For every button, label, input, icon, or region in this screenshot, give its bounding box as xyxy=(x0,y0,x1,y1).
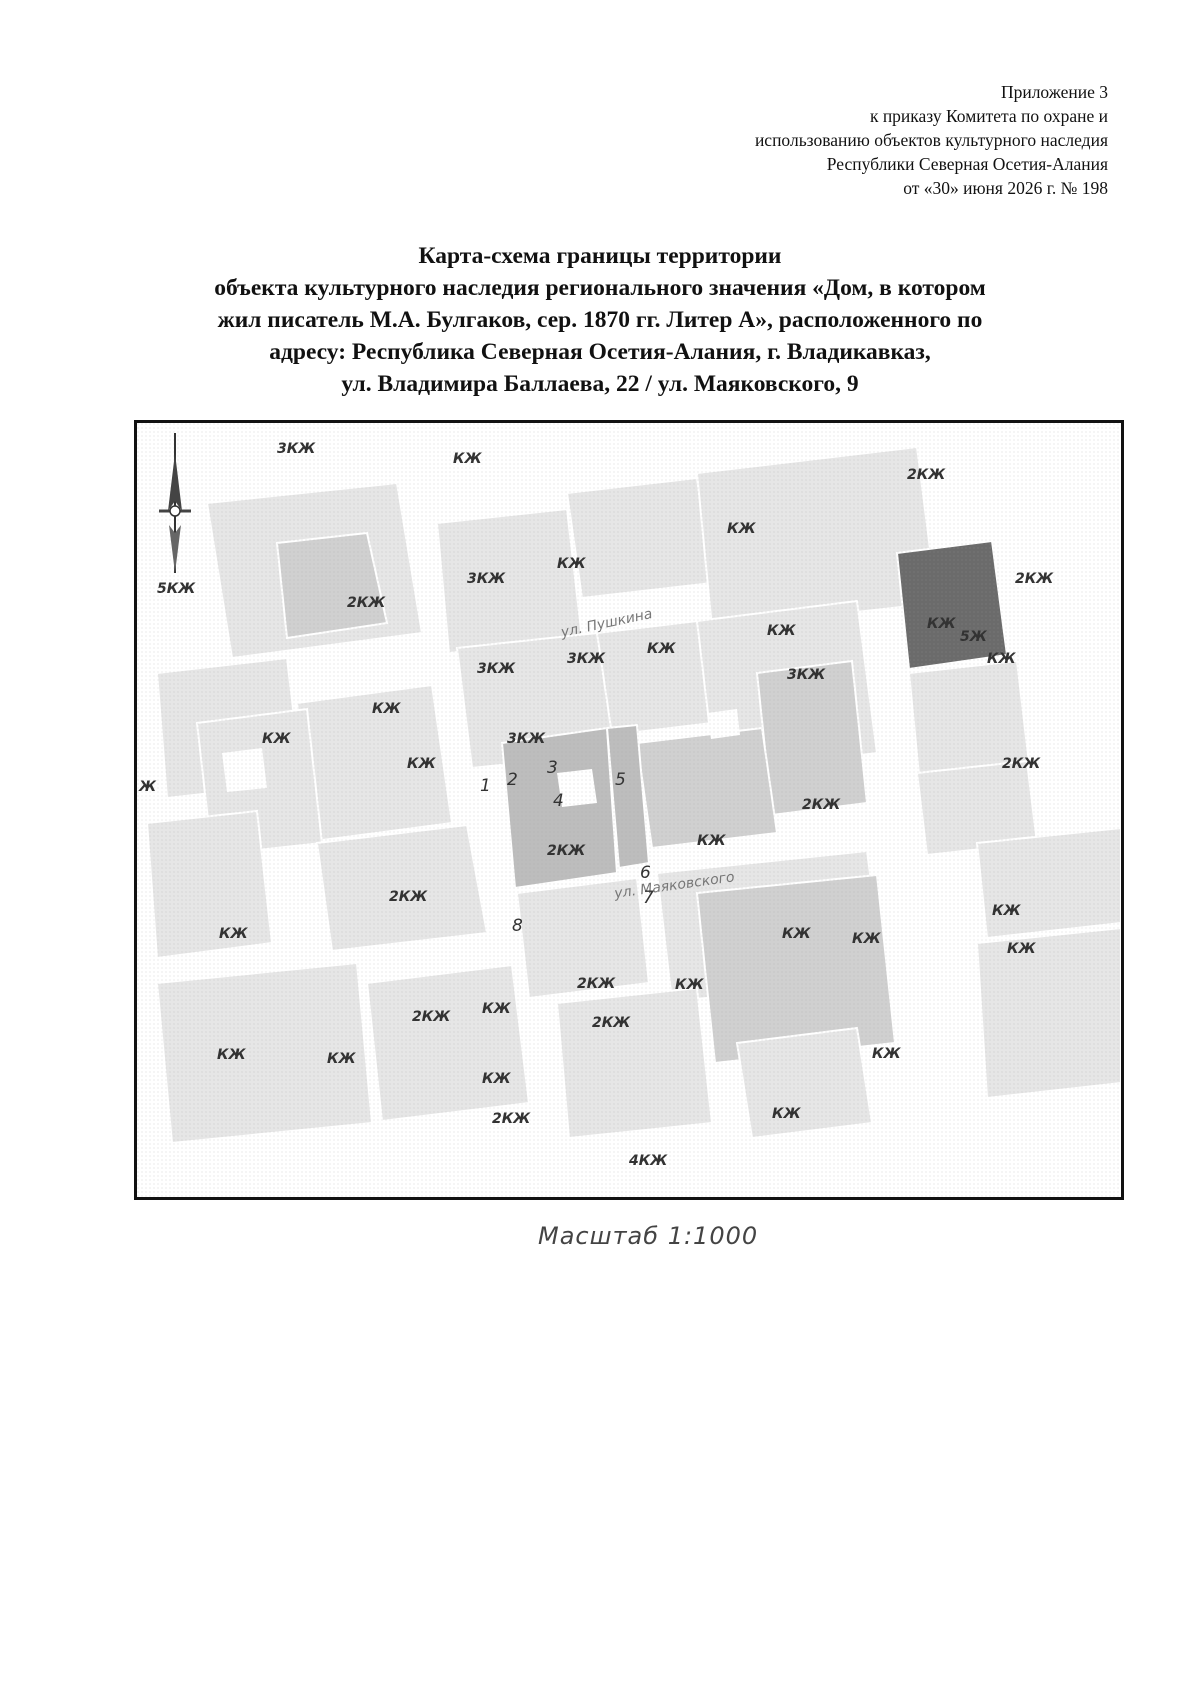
building-label: КЖ xyxy=(992,903,1021,919)
building-label: 3КЖ xyxy=(467,571,506,587)
building-label: 2КЖ xyxy=(412,1009,451,1025)
boundary-point-label: 1 xyxy=(480,776,491,796)
building-label: КЖ xyxy=(782,926,811,942)
map-scale: Масштаб 1:1000 xyxy=(538,1222,759,1250)
building-label: КЖ xyxy=(372,701,401,717)
building-label: КЖ xyxy=(987,651,1016,667)
building-label: 5Ж xyxy=(960,629,988,645)
building-label: 5КЖ xyxy=(157,581,196,597)
boundary-point-label: 2 xyxy=(507,770,518,790)
document-title: Карта-схема границы территории объекта к… xyxy=(100,240,1100,400)
building-label: КЖ xyxy=(1007,941,1036,957)
building-label: 3КЖ xyxy=(277,441,316,457)
map-texture xyxy=(137,423,1121,1197)
building-label: КЖ xyxy=(697,833,726,849)
building-label: КЖ xyxy=(482,1001,511,1017)
building-label: КЖ xyxy=(772,1106,801,1122)
map-canvas: ул. Пушкина ул. Маяковского 3КЖКЖ2КЖКЖ3К… xyxy=(137,423,1121,1197)
building-label: КЖ xyxy=(217,1047,246,1063)
building-label: КЖ xyxy=(407,756,436,772)
boundary-point-label: 8 xyxy=(512,916,523,936)
building-label: 2КЖ xyxy=(592,1015,631,1031)
boundary-point-label: 4 xyxy=(553,791,564,811)
building-label: КЖ xyxy=(727,521,756,537)
building-label: 4КЖ xyxy=(628,1153,668,1169)
boundary-point-label: 6 xyxy=(640,863,651,883)
title-line: адресу: Республика Северная Осетия-Алани… xyxy=(269,339,931,365)
building-label: Ж xyxy=(138,779,157,795)
building-label: 2КЖ xyxy=(347,595,386,611)
building-label: 3КЖ xyxy=(477,661,516,677)
building-label: 2КЖ xyxy=(1002,756,1041,772)
building-label: КЖ xyxy=(262,731,291,747)
building-label: 3КЖ xyxy=(567,651,606,667)
texture-layer xyxy=(137,423,1121,1197)
boundary-point-label: 3 xyxy=(547,758,558,778)
boundary-point-label: 7 xyxy=(643,888,654,908)
appendix-block: Приложение 3 к приказу Комитета по охран… xyxy=(548,80,1108,200)
appendix-line: от «30» июня 2026 г. № 198 xyxy=(903,178,1108,198)
title-line: объекта культурного наследия регионально… xyxy=(214,275,986,301)
building-label: КЖ xyxy=(647,641,676,657)
north-arrow-icon xyxy=(159,433,191,573)
building-label: КЖ xyxy=(482,1071,511,1087)
building-label: 2КЖ xyxy=(389,889,428,905)
boundary-point-label: 5 xyxy=(615,770,626,790)
appendix-line: к приказу Комитета по охране и xyxy=(869,106,1108,126)
building-label: КЖ xyxy=(219,926,248,942)
building-label: КЖ xyxy=(927,616,956,632)
building-label: 2КЖ xyxy=(492,1111,531,1127)
building-label: 2КЖ xyxy=(547,843,586,859)
title-line: ул. Владимира Баллаева, 22 / ул. Маяковс… xyxy=(341,371,859,397)
appendix-line: Республики Северная Осетия-Алания xyxy=(826,154,1108,174)
appendix-line: использованию объектов культурного насле… xyxy=(754,130,1108,150)
building-label: 3КЖ xyxy=(507,731,546,747)
building-label: 2КЖ xyxy=(907,467,946,483)
building-label: 2КЖ xyxy=(1015,571,1054,587)
title-line: жил писатель М.А. Булгаков, сер. 1870 гг… xyxy=(217,307,983,333)
building-label: КЖ xyxy=(327,1051,356,1067)
title-line: Карта-схема границы территории xyxy=(418,243,782,269)
building-label: 3КЖ xyxy=(787,667,826,683)
building-label: КЖ xyxy=(872,1046,901,1062)
building-label: КЖ xyxy=(453,451,482,467)
building-label: КЖ xyxy=(767,623,796,639)
building-label: КЖ xyxy=(852,931,881,947)
appendix-line: Приложение 3 xyxy=(1000,82,1108,102)
building-label: 2КЖ xyxy=(802,797,841,813)
building-label: КЖ xyxy=(557,556,586,572)
building-label: КЖ xyxy=(675,977,704,993)
building-label: 2КЖ xyxy=(577,976,616,992)
labels-layer: 3КЖКЖ2КЖКЖ3КЖКЖ5КЖ2КЖ2КЖКЖ3КЖ3КЖКЖКЖ3КЖК… xyxy=(138,441,1054,1169)
